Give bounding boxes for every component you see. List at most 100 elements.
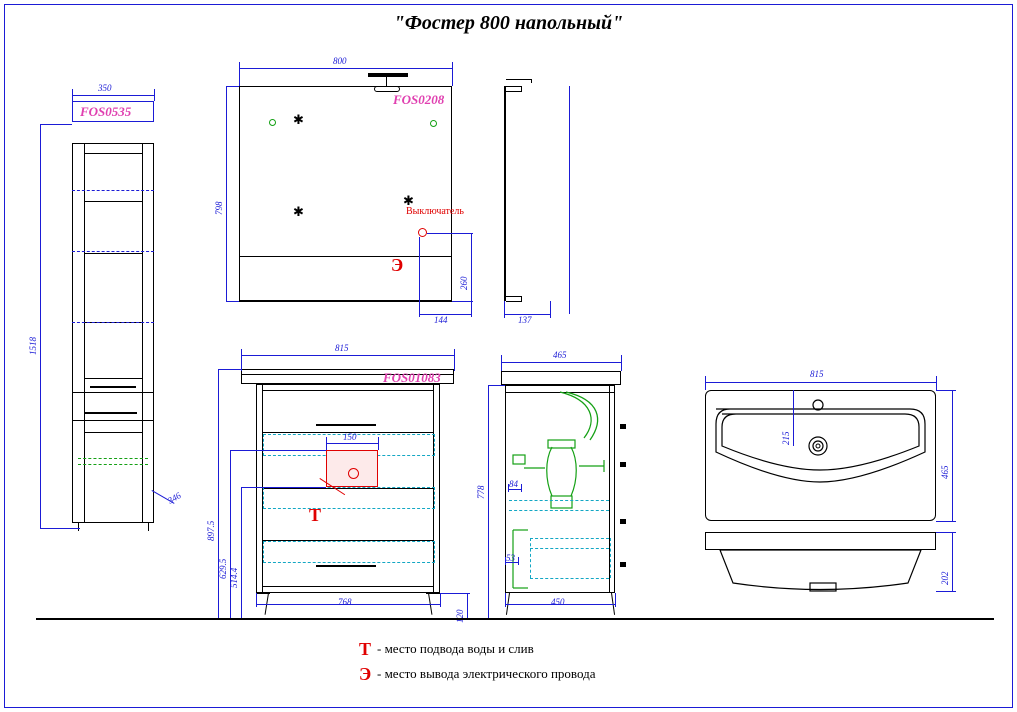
- sink-hole-offset-label: 215: [781, 431, 791, 446]
- water-point-circle: [348, 468, 359, 479]
- cabinet-baseheight-ext-top: [440, 593, 470, 594]
- side-hinge-4: [620, 562, 626, 567]
- sink-height-dimline: [952, 532, 953, 591]
- mirror-code: FOS0208: [393, 92, 445, 107]
- side-width-dimline: [501, 362, 622, 363]
- cabinet-base-height-label: 120: [455, 609, 465, 624]
- column-height-dimline: [40, 124, 41, 528]
- column-shelf-line-4: [84, 378, 143, 379]
- mirror-side-top2: [506, 91, 522, 92]
- column-width-dimline: [72, 95, 155, 96]
- sink-height-label: 202: [940, 571, 950, 586]
- mirror-side-lamp-cap: [531, 79, 532, 83]
- column-inner-left: [84, 143, 85, 523]
- mirror-height-ext-top: [226, 86, 239, 87]
- mirror-width-label: 800: [333, 56, 347, 66]
- sink-width-tick-right: [936, 376, 937, 390]
- sink-width-tick-left: [705, 376, 706, 390]
- side-inner1-tick-right: [521, 484, 522, 492]
- legend-symbol-1: Э: [359, 664, 372, 684]
- water-marker: Т: [309, 505, 322, 525]
- side-width-tick-left: [501, 355, 502, 371]
- side-hinge-2: [620, 462, 626, 467]
- cabinet-handle-1: [316, 424, 376, 426]
- mirror-width-dimline: [239, 68, 452, 69]
- mirror-height-dimline: [226, 86, 227, 301]
- column-code-box: [72, 101, 154, 122]
- mirror-side-tick-left: [504, 301, 505, 318]
- side-dash-1: [509, 500, 609, 501]
- page-title: "Фостер 800 напольный": [393, 12, 624, 34]
- column-foot-right: [148, 523, 149, 531]
- mirror-side-profile: [504, 86, 506, 301]
- sheet-border-right: [1012, 4, 1013, 708]
- water-box-tick-right: [378, 437, 379, 450]
- switch-point: [418, 228, 427, 237]
- column-drawer-div-1: [72, 392, 154, 393]
- side-dash-box: [530, 538, 611, 578]
- mirror-width-tick-right: [452, 62, 453, 86]
- side-inner2-label: 53: [506, 553, 515, 563]
- mirror-side-tick-right: [550, 301, 551, 318]
- column-dashed-green-1: [78, 458, 148, 459]
- water-box-tick-left: [326, 437, 327, 450]
- cabinet-height-dimline-3: [241, 487, 242, 618]
- sink-top-outline: [705, 390, 936, 521]
- side-inner1-label: 84: [509, 479, 518, 489]
- column-dashed-green-2: [78, 464, 148, 465]
- side-body-right-line: [609, 385, 610, 593]
- mirror-side-lamp: [506, 79, 532, 80]
- legend-text-1: - место вывода электрического провода: [377, 666, 596, 681]
- cabinet-body-outline: [256, 384, 440, 593]
- legend-symbol-0: Т: [359, 639, 372, 659]
- mirror-width-tick-left: [239, 62, 240, 86]
- side-dash-5: [530, 578, 609, 579]
- cabinet-div-1: [262, 432, 434, 433]
- ground-line: [36, 618, 994, 620]
- cabinet-base-right: [426, 593, 440, 594]
- side-base-tick-right: [615, 593, 616, 607]
- sheet-border-bottom: [4, 707, 1013, 708]
- mirror-side-top-cap: [521, 86, 522, 92]
- sink-height-ext-bot: [936, 591, 956, 592]
- side-base-dimline: [505, 604, 615, 605]
- mirror-height-label: 798: [214, 201, 224, 216]
- sheet-border-top: [4, 4, 1013, 5]
- cabinet-drawer-dash-3: [263, 541, 435, 563]
- mirror-switch-ext-top: [427, 233, 473, 234]
- cabinet-height-ext-low: [241, 487, 326, 488]
- side-height-dimline: [488, 385, 489, 618]
- cabinet-div-3: [262, 540, 434, 541]
- cabinet-height-total-label: 897.5: [206, 520, 216, 541]
- cabinet-height-ext-mid: [230, 450, 326, 451]
- cabinet-width-label: 815: [335, 343, 349, 353]
- cabinet-height-dimline-1: [218, 369, 219, 618]
- side-base-depth-label: 450: [551, 597, 565, 607]
- column-width-label: 350: [98, 83, 112, 93]
- cabinet-base-tick-left: [256, 593, 257, 607]
- cabinet-div-4: [262, 586, 434, 587]
- mirror-offset-tick-left: [419, 237, 420, 317]
- side-hinge-1: [620, 424, 626, 429]
- column-width-tick-left: [72, 89, 73, 101]
- cabinet-height-mid-label: 629.5: [218, 558, 228, 579]
- cabinet-base-width-label: 768: [338, 597, 352, 607]
- electric-marker: Э: [391, 255, 404, 275]
- mirror-lamp-bar: [368, 73, 408, 77]
- sink-depth-dimline: [952, 390, 953, 521]
- mirror-lamp-head: [374, 86, 400, 92]
- cabinet-height-ext-top: [218, 369, 241, 370]
- column-height-ext-bottom: [40, 528, 80, 529]
- column-drawer-div-2: [72, 420, 154, 421]
- mirror-side-bottom2: [506, 301, 522, 302]
- mirror-side-bottom: [506, 296, 522, 297]
- cabinet-drawer-dash-2: [263, 487, 435, 509]
- column-handle-2: [84, 412, 137, 414]
- column-code: FOS0535: [80, 104, 132, 119]
- sink-width-dimline: [705, 382, 936, 383]
- sink-depth-ext-top: [936, 390, 956, 391]
- cabinet-height-low-label: 514.4: [229, 567, 239, 588]
- sink-hole-dimline: [793, 390, 794, 446]
- side-base-tick-left: [505, 593, 506, 607]
